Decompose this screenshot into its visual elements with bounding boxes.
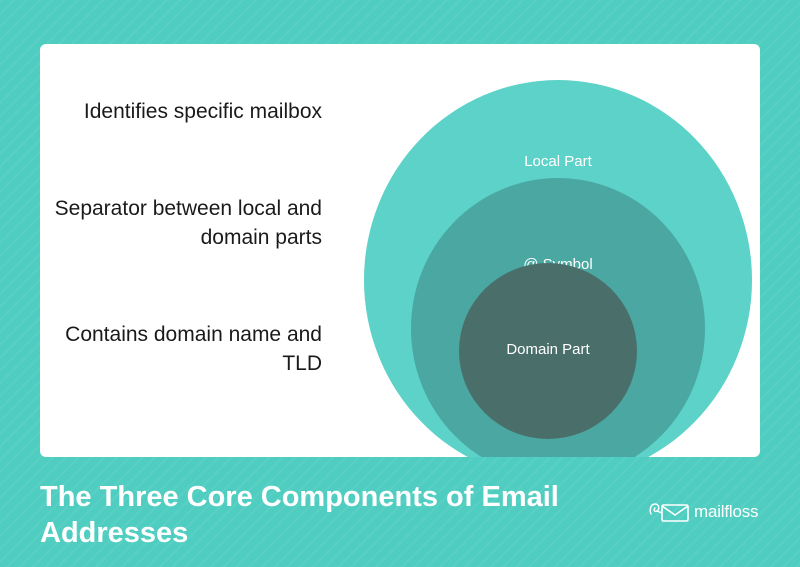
envelope-icon xyxy=(649,503,689,522)
brand-name: mailfloss xyxy=(694,502,759,521)
domain-part-description: Contains domain name and TLD xyxy=(65,323,322,375)
brand-logo: mailfloss xyxy=(648,497,759,527)
local-part-description: Identifies specific mailbox xyxy=(83,100,322,123)
page-title: The Three Core Components of Email Addre… xyxy=(40,481,559,549)
local-part-label: Local Part xyxy=(524,153,592,170)
at-symbol-description: Separator between local and domain parts xyxy=(54,197,322,249)
domain-part-label: Domain Part xyxy=(506,341,590,358)
domain-part-circle: Domain Part xyxy=(459,263,637,439)
diagram-card: Identifies specific mailbox Separator be… xyxy=(40,44,760,457)
